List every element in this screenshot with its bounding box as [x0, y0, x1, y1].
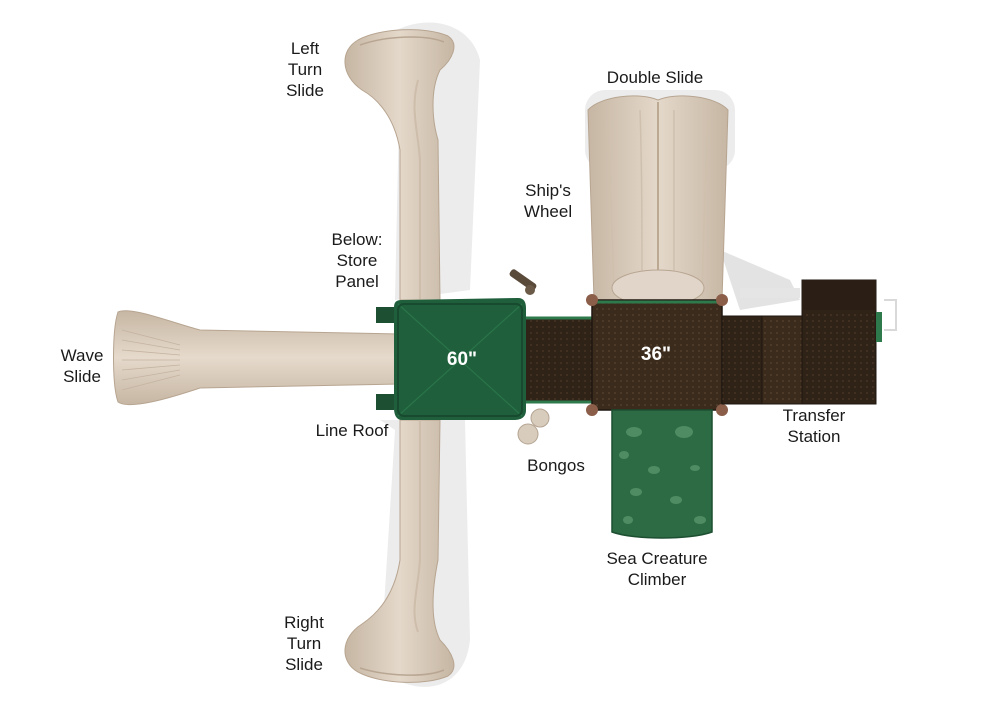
- label-store-panel: Below: Store Panel: [331, 230, 383, 291]
- label-wave-slide: Wave Slide: [60, 346, 104, 386]
- walkway: [526, 316, 596, 404]
- sea-creature-climber: [611, 409, 713, 539]
- transfer-station: [721, 279, 897, 405]
- wave-slide: [113, 310, 401, 406]
- double-slide: [587, 95, 729, 307]
- label-left-turn-slide: Left Turn Slide: [286, 39, 324, 100]
- label-right-turn-slide: Right Turn Slide: [284, 613, 324, 674]
- label-ships-wheel: Ship's Wheel: [523, 181, 573, 221]
- deck-36: 36": [586, 294, 728, 416]
- label-double-slide: Double Slide: [606, 68, 704, 87]
- ships-wheel: [509, 269, 537, 295]
- label-bongos: Bongos: [527, 456, 585, 475]
- label-sea-creature-climber: Sea Creature Climber: [606, 549, 708, 589]
- bongos: [517, 408, 550, 445]
- line-roof-deck-60: 60": [376, 298, 526, 420]
- deck-36-label: 36": [641, 344, 671, 365]
- label-line-roof: Line Roof: [315, 421, 389, 440]
- right-turn-slide: [344, 419, 455, 683]
- left-turn-slide: [344, 29, 455, 301]
- label-transfer-station: Transfer Station: [782, 406, 846, 446]
- deck-60-label: 60": [447, 349, 477, 370]
